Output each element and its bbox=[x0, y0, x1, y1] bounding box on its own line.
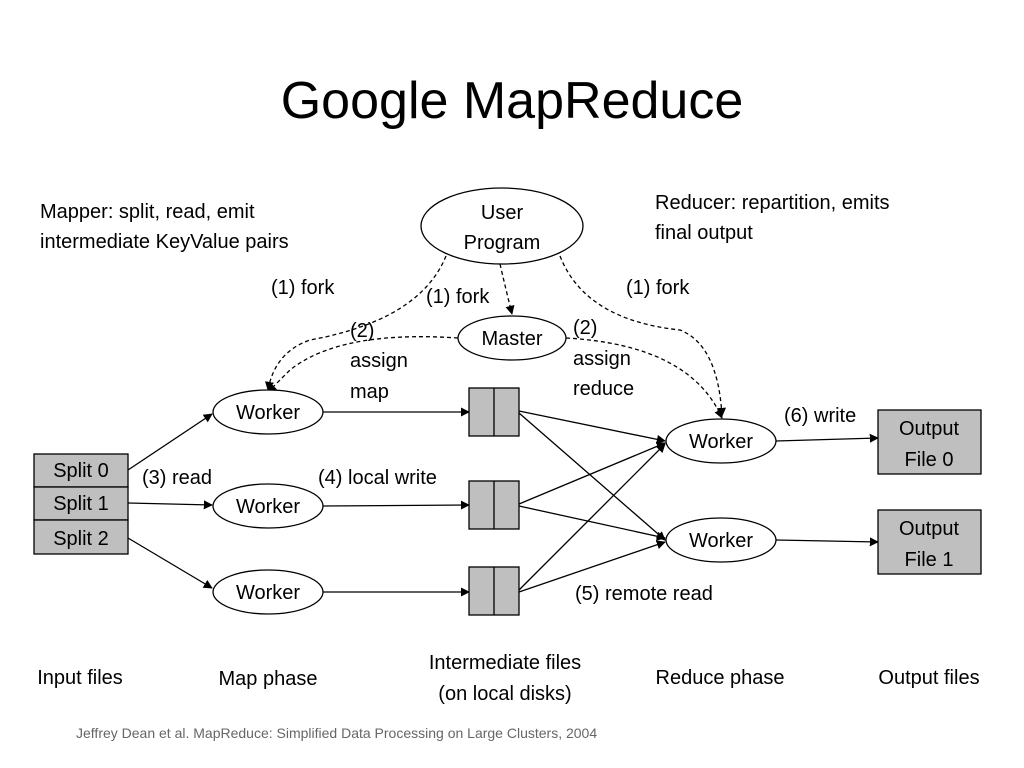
file3-to-reducer2 bbox=[518, 540, 666, 593]
assign-map-label-line1: (2) bbox=[350, 320, 374, 342]
fork-arrow-right bbox=[559, 255, 727, 417]
assign-map-label-line3: map bbox=[350, 381, 389, 403]
assign-reduce-label-line1: (2) bbox=[573, 317, 597, 339]
fork-arrow-left bbox=[265, 255, 447, 391]
user-program-label-line1: User bbox=[481, 202, 524, 224]
split-2-label: Split 2 bbox=[53, 528, 109, 550]
phase-intermediate-label-line1: Intermediate files bbox=[429, 652, 581, 674]
reduce-worker-2 bbox=[665, 517, 777, 563]
reduce-worker-1 bbox=[665, 418, 777, 464]
write-label: (6) write bbox=[784, 405, 856, 427]
read-label: (3) read bbox=[142, 467, 212, 489]
map-worker-1-label: Worker bbox=[236, 402, 300, 424]
worker2-to-file2 bbox=[321, 500, 470, 510]
split-to-worker2 bbox=[127, 500, 213, 510]
reducer2-to-output1 bbox=[775, 537, 879, 547]
output-file-1-line2: File 1 bbox=[905, 549, 954, 571]
output-file-1-box bbox=[877, 509, 982, 575]
reduce-worker-2-label: Worker bbox=[689, 530, 753, 552]
slide-title: Google MapReduce bbox=[281, 72, 744, 130]
remote-read-label: (5) remote read bbox=[575, 583, 713, 605]
intermediate-file-2 bbox=[468, 480, 520, 530]
user-program-label-line2: Program bbox=[464, 232, 541, 254]
intermediate-file-3 bbox=[468, 566, 520, 616]
split-1-label: Split 1 bbox=[53, 493, 109, 515]
citation: Jeffrey Dean et al. MapReduce: Simplifie… bbox=[76, 725, 597, 741]
map-worker-2-label: Worker bbox=[236, 496, 300, 518]
file2-to-reducer2 bbox=[518, 505, 666, 541]
file1-to-reducer2 bbox=[518, 412, 666, 541]
split-to-worker3 bbox=[127, 537, 213, 589]
output-file-1-line1: Output bbox=[899, 518, 959, 540]
assign-reduce-arrow bbox=[565, 337, 723, 419]
mapper-note-line2: intermediate KeyValue pairs bbox=[40, 231, 289, 253]
mapper-note-line1: Mapper: split, read, emit bbox=[40, 201, 255, 223]
assign-reduce-label-line2: assign bbox=[573, 348, 631, 370]
fork-arrow-master bbox=[499, 263, 515, 315]
output-file-0-line2: File 0 bbox=[905, 449, 954, 471]
phase-intermediate-label-line2: (on local disks) bbox=[438, 683, 571, 705]
fork-label-mid: (1) fork bbox=[426, 286, 490, 308]
assign-map-arrow bbox=[267, 336, 459, 393]
map-worker-1 bbox=[212, 389, 324, 435]
fork-label-right: (1) fork bbox=[626, 277, 690, 299]
output-file-0-line1: Output bbox=[899, 418, 959, 440]
file2-to-reducer1 bbox=[518, 441, 666, 505]
phase-output-label: Output files bbox=[878, 667, 979, 689]
master-node bbox=[457, 315, 567, 361]
split-to-worker1 bbox=[127, 413, 213, 471]
assign-map-label-line2: assign bbox=[350, 350, 408, 372]
phase-input-label: Input files bbox=[37, 667, 123, 689]
reduce-worker-1-label: Worker bbox=[689, 431, 753, 453]
assign-reduce-label-line3: reduce bbox=[573, 378, 634, 400]
map-worker-3-label: Worker bbox=[236, 582, 300, 604]
file1-to-reducer1 bbox=[518, 410, 666, 444]
map-worker-2 bbox=[212, 483, 324, 529]
phase-map-label: Map phase bbox=[219, 668, 318, 690]
split-0-label: Split 0 bbox=[53, 460, 109, 482]
split-2-box bbox=[33, 519, 129, 555]
local-write-label: (4) local write bbox=[318, 467, 437, 489]
reducer-note-line2: final output bbox=[655, 222, 753, 244]
map-worker-3 bbox=[212, 569, 324, 615]
file3-to-reducer1 bbox=[518, 443, 666, 591]
master-label: Master bbox=[481, 328, 542, 350]
output-file-0-box bbox=[877, 409, 982, 475]
intermediate-file-1 bbox=[468, 387, 520, 437]
fork-label-left: (1) fork bbox=[271, 277, 335, 299]
split-1-box bbox=[33, 486, 129, 521]
reducer-note-line1: Reducer: repartition, emits bbox=[655, 192, 890, 214]
phase-reduce-label: Reduce phase bbox=[656, 667, 785, 689]
reducer1-to-output0 bbox=[775, 433, 879, 443]
user-program-node bbox=[420, 187, 584, 265]
